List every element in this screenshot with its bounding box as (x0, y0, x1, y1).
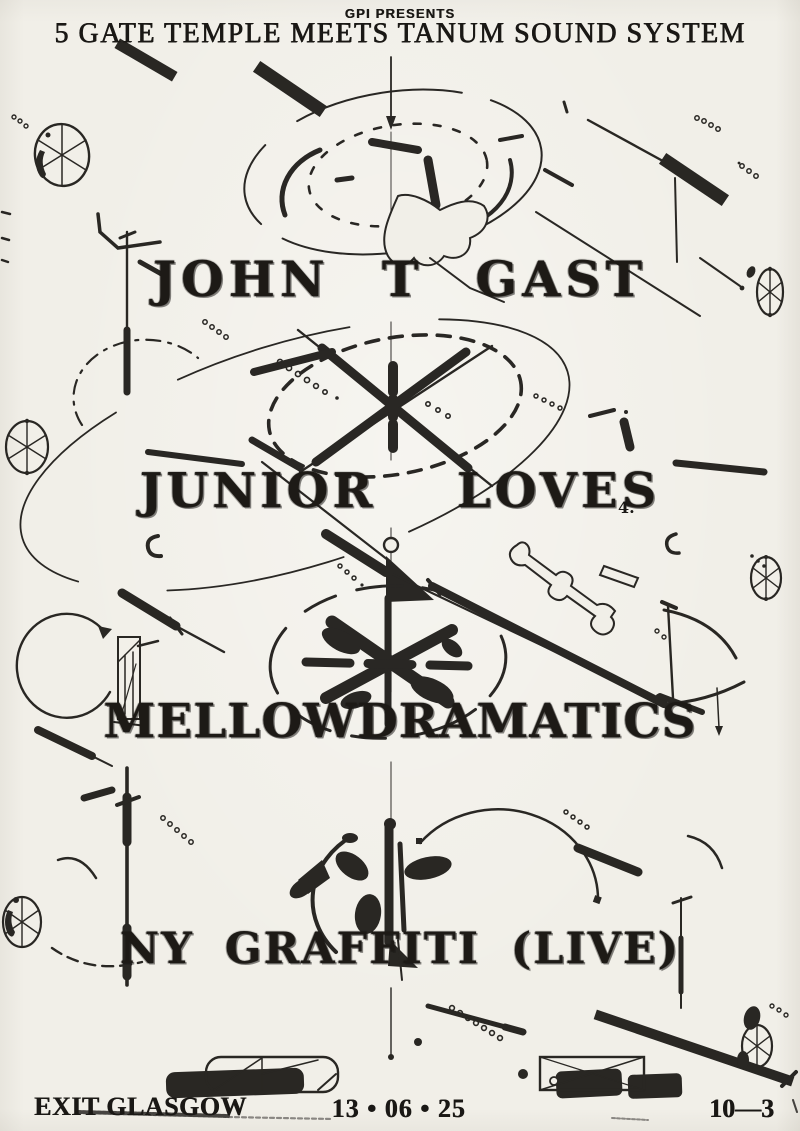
event-title: 5 GATE TEMPLE MEETS TANUM SOUND SYSTEM (54, 18, 746, 49)
technical-rod (72, 230, 229, 427)
artist-name-john-t-gast: JOHN T GAST (152, 250, 648, 308)
artist-name-junior-loves: JUNIOR LOVES (139, 463, 661, 519)
dotted-trail (414, 1003, 527, 1046)
spoke-wheel-icon (4, 418, 50, 476)
ladder-frame-diagram (15, 588, 226, 767)
footer: EXIT GLASGOW 13 • 06 • 25 10—3 (0, 1092, 800, 1131)
presenter-line: GPI PRESENTS (344, 6, 456, 21)
artist-name-mellowdramatics: MELLOWDRAMATICS (103, 694, 697, 749)
compass-arc-diagram (654, 600, 746, 736)
spoke-wheel-icon (699, 257, 785, 318)
stamp-block-left (165, 1055, 340, 1099)
spoke-wheel-icon (737, 1003, 789, 1069)
crossed-bars-ellipse-diagram (19, 318, 768, 592)
outlined-rod-parts (145, 529, 766, 656)
ink-smudge (76, 1099, 798, 1121)
margin-note: 4. (618, 498, 635, 517)
stamp-block-right (518, 1009, 798, 1099)
event-time: 10—3 (709, 1094, 774, 1123)
ink-wheel-diagram (268, 578, 672, 740)
spoke-wheel-icon (1, 895, 43, 949)
ink-figure-diagram (289, 808, 602, 981)
technical-rod (562, 100, 759, 263)
venue-name: EXIT GLASGOW (34, 1092, 247, 1121)
event-date: 13 • 06 • 25 (331, 1094, 466, 1123)
exploded-ellipse-diagram (96, 60, 701, 317)
technical-rod (563, 809, 724, 1009)
technical-rod (50, 766, 194, 987)
artist-name-ny-graffiti: NY GRAFFITI (LIVE) (119, 924, 681, 974)
spoke-wheel-icon (749, 555, 783, 601)
spoke-wheel-icon (0, 38, 178, 264)
